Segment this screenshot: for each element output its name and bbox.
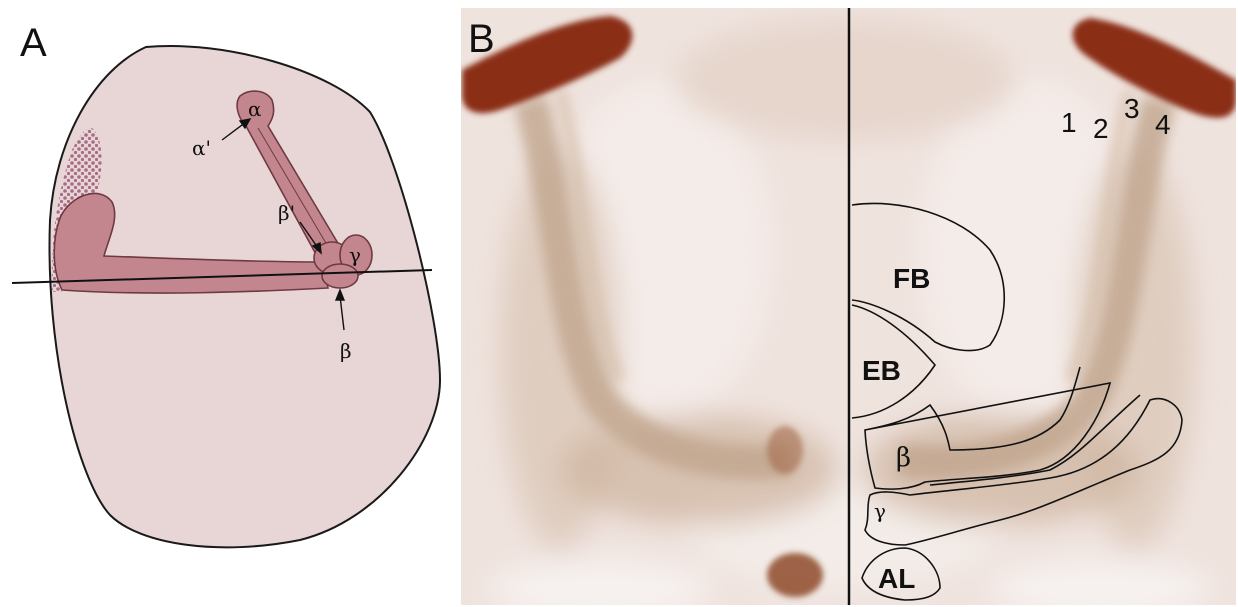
panel-b: FB EB β γ AL 1 2 3 4 [461,8,1236,607]
label-beta-region: β [896,443,911,473]
bundle-number-3: 3 [1124,93,1140,124]
label-fb: FB [893,263,930,294]
label-beta-prime: β' [278,201,295,225]
label-alpha: α [248,97,262,121]
label-al: AL [878,563,915,594]
panel-a-letter: A [20,21,47,65]
label-gamma-region: γ [874,499,886,523]
panel-a: A α α' β' γ β [12,21,440,547]
bundle-number-4: 4 [1155,109,1171,140]
label-eb: EB [862,355,901,386]
beta-lobe [322,264,358,288]
label-alpha-prime: α' [192,136,211,160]
bundle-number-1: 1 [1061,107,1077,138]
bundle-number-2: 2 [1093,113,1109,144]
label-gamma: γ [349,243,361,267]
label-beta: β [340,339,352,363]
panel-b-letter: B [468,17,495,61]
